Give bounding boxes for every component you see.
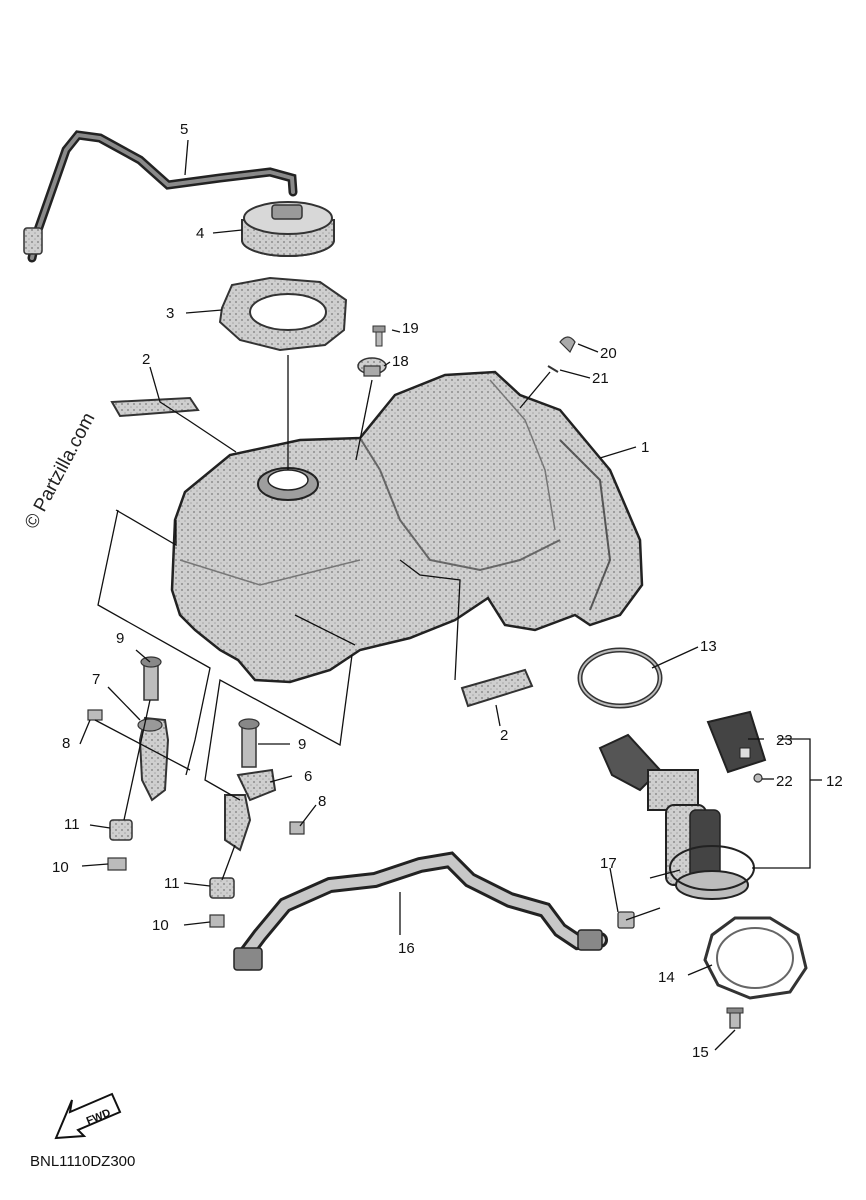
part-12-fuel-pump-assembly [598, 733, 755, 900]
callout-14: 14 [658, 969, 675, 986]
part-21-pin [547, 365, 559, 373]
bracket-assembly-right [209, 718, 305, 928]
part-3-cap-plate [218, 276, 348, 352]
callout-22: 22 [776, 773, 793, 790]
callout-9-left: 9 [116, 630, 124, 647]
callout-19: 19 [402, 320, 419, 337]
part-23-filter [706, 710, 767, 774]
callout-2-upper: 2 [142, 351, 150, 368]
part-16-fuel-hose [233, 851, 608, 971]
callout-2-lower: 2 [500, 727, 508, 744]
callout-17: 17 [600, 855, 617, 872]
callout-7: 7 [92, 671, 100, 688]
callout-23: 23 [776, 732, 793, 749]
callout-13: 13 [700, 638, 717, 655]
callout-10-right: 10 [152, 917, 169, 934]
callout-16: 16 [398, 940, 415, 957]
part-22-ring [753, 773, 763, 783]
callout-15: 15 [692, 1044, 709, 1061]
part-2-damper-lower [460, 668, 534, 708]
part-19-screw [372, 325, 386, 347]
callout-4: 4 [196, 225, 204, 242]
callout-10-left: 10 [52, 859, 69, 876]
callout-18: 18 [392, 353, 409, 370]
callout-20: 20 [600, 345, 617, 362]
callout-5: 5 [180, 121, 188, 138]
callout-21: 21 [592, 370, 609, 387]
watermark-text: © Partzilla.com [21, 409, 100, 532]
part-5-breather-hose [23, 130, 298, 263]
fwd-arrow-icon: FWD [54, 1092, 122, 1140]
part-13-o-ring [577, 647, 663, 709]
part-18-grommet [357, 357, 387, 377]
callout-labels: 1 2 2 3 4 5 6 7 8 8 9 9 10 10 11 11 12 1… [52, 121, 843, 1061]
callout-11-left: 11 [64, 816, 80, 833]
callout-9-right: 9 [298, 736, 306, 753]
part-14-retainer-plate [703, 916, 808, 1000]
part-1-fuel-tank [170, 370, 644, 684]
diagram-code: BNL1110DZ300 [30, 1153, 135, 1170]
bracket-assembly-left [87, 656, 170, 871]
callout-3: 3 [166, 305, 174, 322]
callout-12: 12 [826, 773, 843, 790]
part-15-bolt [726, 1007, 744, 1029]
callout-8-left: 8 [62, 735, 70, 752]
callout-11-right: 11 [164, 875, 180, 892]
part-20-clip [559, 336, 576, 354]
callout-1: 1 [641, 439, 649, 456]
part-4-tank-cap [241, 201, 335, 257]
part-2-damper-upper [110, 396, 200, 418]
leader-lines [79, 139, 822, 1051]
callout-6: 6 [304, 768, 312, 785]
callout-8-right: 8 [318, 793, 326, 810]
